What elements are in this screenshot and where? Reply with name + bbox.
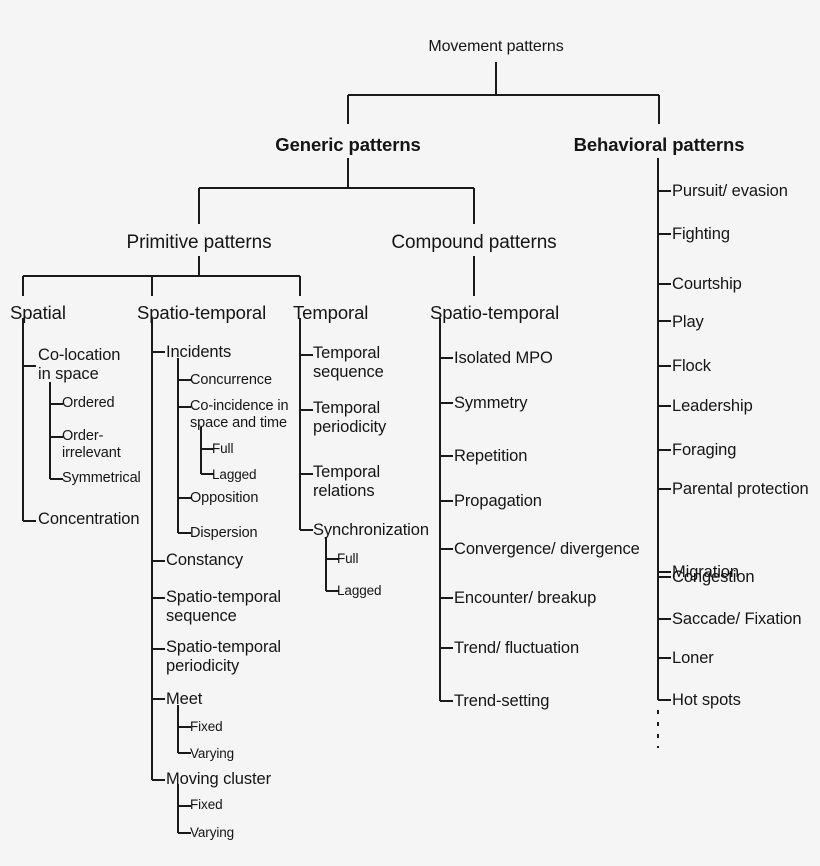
behavioral-item-hot-spots: Hot spots bbox=[672, 691, 741, 709]
co-incidence-item-lagged: Lagged bbox=[212, 467, 257, 482]
meet-item-varying: Varying bbox=[190, 746, 235, 761]
co-location-item-symmetrical: Symmetrical bbox=[62, 470, 141, 486]
compound-item-isolated-mpo: Isolated MPO bbox=[454, 349, 553, 367]
node-primitive-patterns: Primitive patterns bbox=[126, 232, 272, 253]
spatial-item-concentration: Concentration bbox=[38, 510, 140, 528]
spatio-temporal-item-meet: Meet bbox=[166, 690, 203, 708]
synchronization-item-full: Full bbox=[337, 551, 359, 566]
temporal-item-synchronization: Synchronization bbox=[313, 521, 429, 539]
compound-item-repetition: Repetition bbox=[454, 447, 528, 465]
compound-item-trend-setting: Trend-setting bbox=[454, 692, 550, 710]
spatio-temporal-item-moving-cluster: Moving cluster bbox=[166, 770, 271, 788]
behavioral-item-flock: Flock bbox=[672, 357, 711, 375]
incidents-item-dispersion: Dispersion bbox=[190, 525, 258, 541]
behavioral-item-loner: Loner bbox=[672, 649, 714, 667]
behavioral-item-congestion: Congestion bbox=[672, 568, 755, 586]
behavioral-item-play: Play bbox=[672, 313, 704, 331]
moving-cluster-item-fixed: Fixed bbox=[190, 797, 223, 812]
compound-item-propagation: Propagation bbox=[454, 492, 542, 510]
temporal-item-temporal-relations: Temporal relations bbox=[313, 463, 381, 500]
spatio-temporal-item-incidents: Incidents bbox=[166, 343, 232, 361]
co-location-item-ordered: Ordered bbox=[62, 395, 115, 411]
node-compound-patterns: Compound patterns bbox=[391, 232, 557, 253]
behavioral-item-pursuit-evasion: Pursuit/ evasion bbox=[672, 182, 788, 200]
compound-item-symmetry: Symmetry bbox=[454, 394, 528, 412]
node-spatial: Spatial bbox=[10, 302, 66, 323]
behavioral-item-foraging: Foraging bbox=[672, 441, 737, 459]
spatio-temporal-item-spatio-temporal-sequence: Spatio-temporal sequence bbox=[166, 588, 281, 625]
incidents-item-concurrence: Concurrence bbox=[190, 372, 272, 388]
node-movement-patterns: Movement patterns bbox=[428, 38, 564, 55]
compound-item-convergence-divergence: Convergence/ divergence bbox=[454, 540, 640, 558]
node-spatio-temporal: Spatio-temporal bbox=[137, 302, 267, 323]
incidents-item-opposition: Opposition bbox=[190, 490, 259, 506]
co-incidence-item-full: Full bbox=[212, 441, 234, 456]
incidents-item-co-incidence-in-space-and-time: Co-incidence in space and time bbox=[190, 398, 289, 431]
spatio-temporal-item-constancy: Constancy bbox=[166, 551, 244, 569]
node-temporal: Temporal bbox=[293, 302, 369, 323]
compound-item-encounter-breakup: Encounter/ breakup bbox=[454, 589, 597, 607]
behavioral-item-parental-protection: Parental protection bbox=[672, 480, 809, 498]
synchronization-item-lagged: Lagged bbox=[337, 583, 382, 598]
node-behavioral-patterns: Behavioral patterns bbox=[573, 134, 745, 155]
temporal-item-temporal-sequence: Temporal sequence bbox=[313, 344, 384, 381]
behavioral-item-saccade-fixation: Saccade/ Fixation bbox=[672, 610, 802, 628]
node-generic-patterns: Generic patterns bbox=[275, 134, 421, 155]
behavioral-item-courtship: Courtship bbox=[672, 275, 742, 293]
moving-cluster-item-varying: Varying bbox=[190, 825, 235, 840]
compound-item-trend-fluctuation: Trend/ fluctuation bbox=[454, 639, 580, 657]
behavioral-item-migration: Migration bbox=[672, 563, 739, 581]
behavioral-item-fighting: Fighting bbox=[672, 225, 730, 243]
node-spatio-temporal: Spatio-temporal bbox=[430, 302, 560, 323]
spatio-temporal-item-spatio-temporal-periodicity: Spatio-temporal periodicity bbox=[166, 638, 281, 675]
meet-item-fixed: Fixed bbox=[190, 719, 223, 734]
co-location-item-order-irrelevant: Order- irrelevant bbox=[62, 428, 121, 461]
spatial-item-co-location-in-space: Co-location in space bbox=[38, 346, 121, 383]
behavioral-item-leadership: Leadership bbox=[672, 397, 753, 415]
temporal-item-temporal-periodicity: Temporal periodicity bbox=[313, 399, 387, 436]
